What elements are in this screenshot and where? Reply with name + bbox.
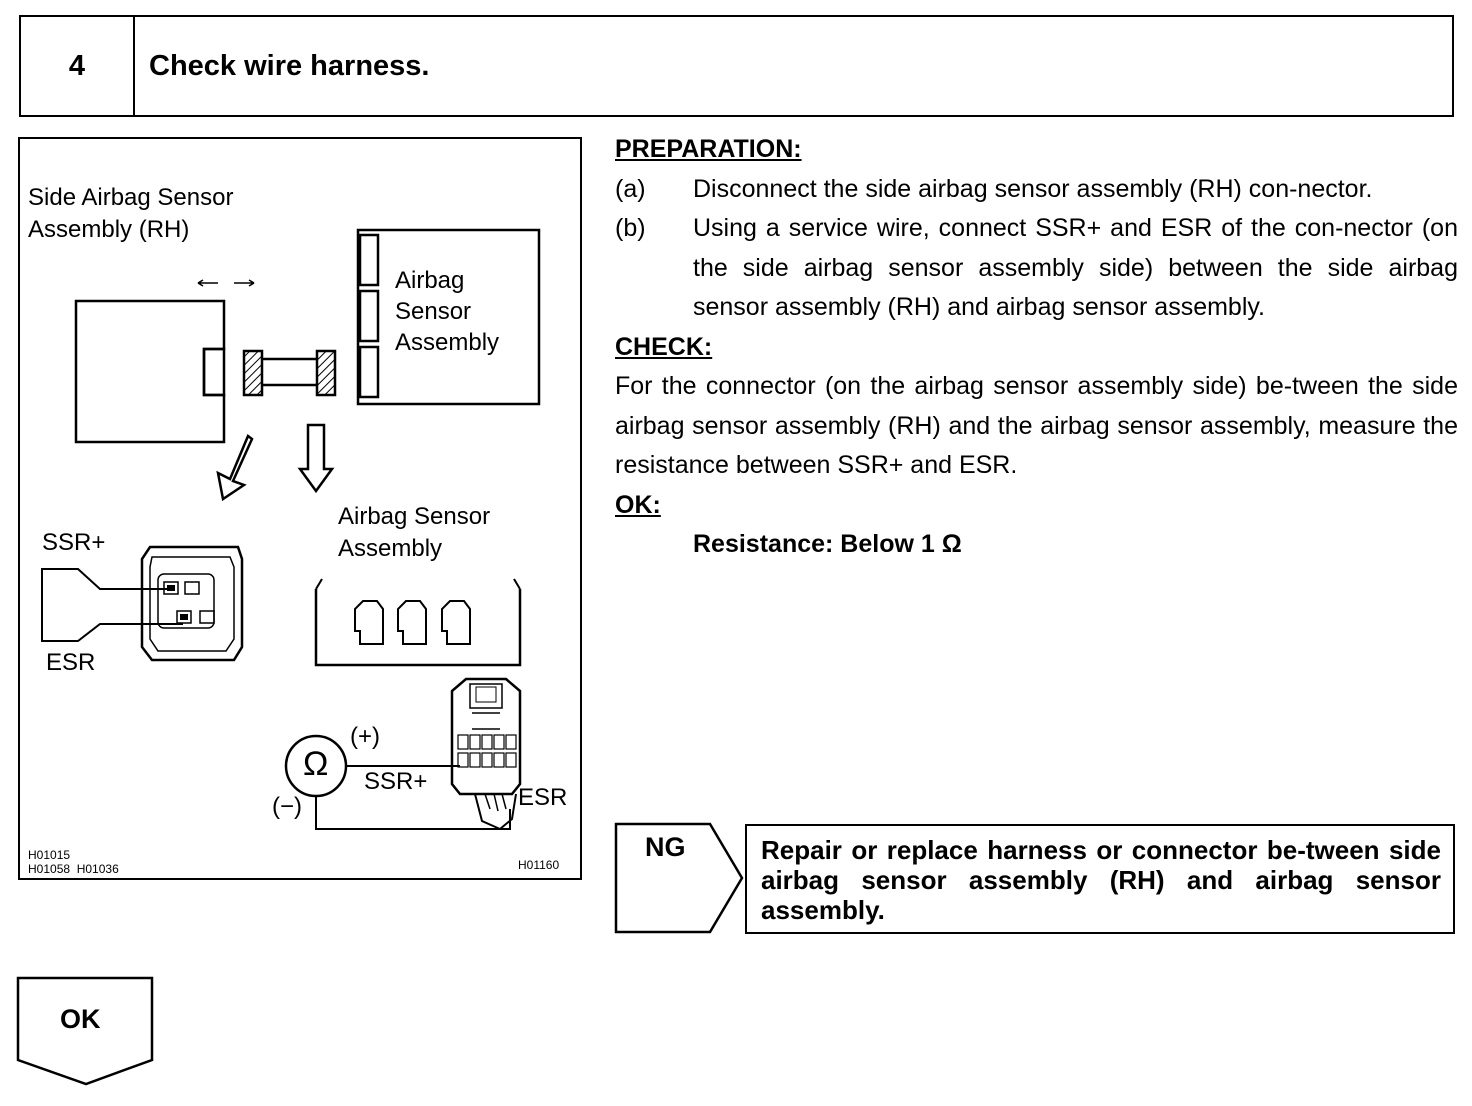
harness-plug-right: [315, 349, 337, 397]
check-heading: CHECK:: [615, 332, 713, 361]
ok-value: Resistance: Below 1 Ω: [693, 530, 962, 558]
ok-heading: OK:: [615, 490, 661, 519]
side-sensor-label-line2: Assembly (RH): [28, 216, 190, 243]
airbag-sensor-label2-line2: Assembly: [338, 535, 443, 562]
preparation-item-label: (a): [615, 174, 646, 203]
illustration-drawing: [41, 228, 541, 831]
preparation-heading: PREPARATION:: [615, 135, 802, 163]
meter-esr-label: ESR: [518, 784, 568, 811]
preparation-item-text: Disconnect the side airbag sensor assemb…: [693, 174, 1373, 203]
airbag-sensor-label2-line1: Airbag Sensor: [338, 503, 491, 530]
airbag-sensor-box: [356, 228, 541, 406]
preparation-item-a: (a) Disconnect the side airbag sensor as…: [615, 170, 1458, 210]
side-connector-face: [140, 545, 244, 662]
preparation-item-label: (b): [615, 214, 646, 242]
meter-negative-label: (−): [272, 793, 302, 820]
step-header: 4 Check wire harness.: [19, 15, 1454, 117]
ok-arrow-box: [16, 976, 154, 1086]
airbag-connector-face: [314, 589, 522, 667]
ng-arrow-box: [614, 822, 744, 934]
step-title: Check wire harness.: [149, 49, 430, 82]
ohm-symbol: Ω: [303, 745, 329, 783]
side-sensor-label-line1: Side Airbag Sensor: [28, 184, 234, 211]
procedure-text: PREPARATION: (a) Disconnect the side air…: [615, 130, 1458, 565]
ssr-plus-label: SSR+: [42, 529, 106, 556]
ok-flow-label: OK: [60, 1004, 101, 1034]
ng-label: NG: [645, 832, 686, 862]
ng-action-box: Repair or replace harness or connector b…: [745, 824, 1455, 934]
connector-side-view: [450, 677, 522, 796]
figure-code-line1: H01015: [28, 848, 71, 862]
preparation-item-text: Using a service wire, connect SSR+ and E…: [693, 214, 1458, 321]
figure-code-right: H01160: [518, 858, 560, 872]
airbag-sensor-label-line1: Airbag: [395, 267, 465, 294]
check-text: For the connector (on the airbag sensor …: [615, 372, 1458, 479]
down-arrow-left: [216, 434, 254, 502]
preparation-item-b: (b) Using a service wire, connect SSR+ a…: [615, 209, 1458, 328]
airbag-sensor-label-line3: Assembly: [395, 329, 500, 356]
airbag-sensor-label-line2: Sensor: [395, 298, 472, 325]
figure-code-line2: H01058 H01036: [28, 862, 119, 876]
meter-ssr-plus-label: SSR+: [364, 768, 428, 795]
side-sensor-box: [74, 299, 226, 444]
service-wire: [41, 568, 183, 642]
down-arrow-right: [297, 423, 335, 494]
step-number: 4: [21, 17, 135, 115]
esr-label: ESR: [46, 649, 96, 676]
meter-positive-label: (+): [350, 723, 380, 750]
wiring-illustration: Side Airbag Sensor Assembly (RH) Airbag …: [18, 137, 582, 880]
harness-plug-left: [242, 349, 264, 397]
